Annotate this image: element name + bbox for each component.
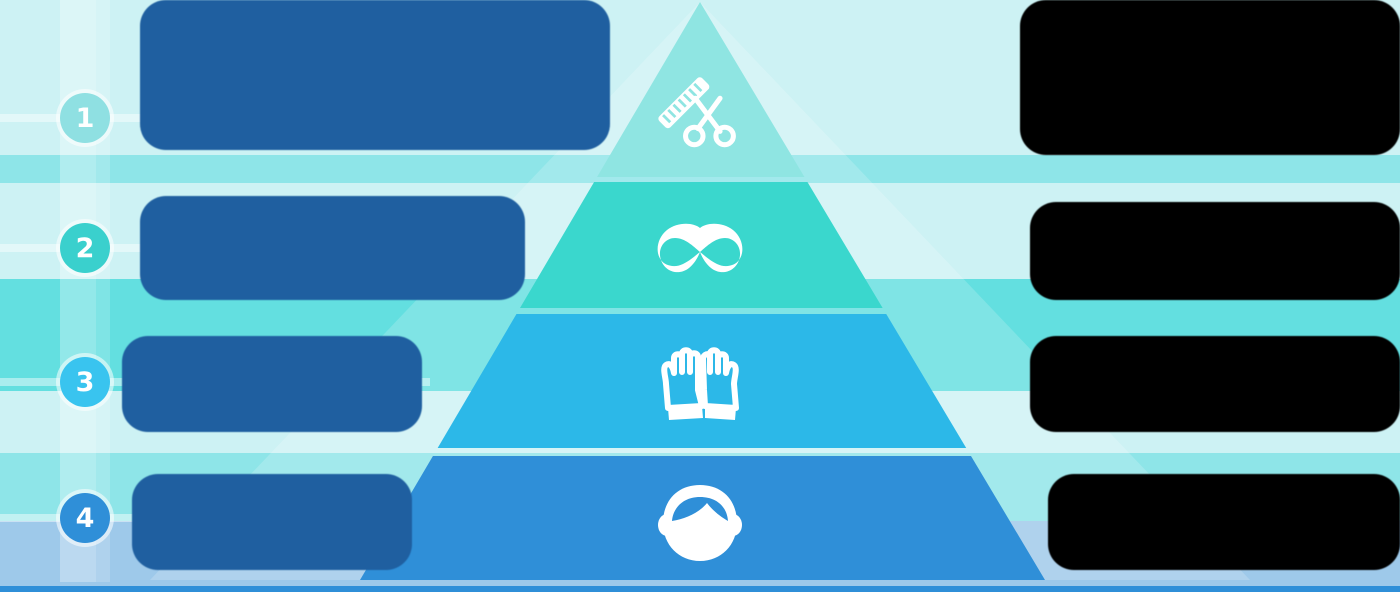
mustache-icon	[657, 223, 743, 273]
right-caption-redacted-3	[1030, 336, 1400, 432]
left-caption-redacted-4	[132, 474, 412, 570]
step-badge-4[interactable]: 4	[60, 493, 110, 543]
pyramid-tier-4-group[interactable]	[360, 2, 1045, 580]
right-caption-redacted-1	[1020, 0, 1400, 155]
comb-and-scissors-icon	[658, 77, 736, 148]
baseline-strip	[0, 586, 1400, 592]
left-caption-redacted-3	[122, 336, 422, 432]
baseline-soft-strip	[0, 582, 1400, 586]
left-caption-redacted-2	[140, 196, 525, 300]
gloves-icon	[661, 347, 739, 420]
left-caption-redacted-1	[140, 0, 610, 150]
right-caption-redacted-2	[1030, 202, 1400, 300]
pyramid-tier-1-group[interactable]	[360, 2, 1045, 580]
child-face-icon	[658, 485, 742, 561]
badge-column-glow-2	[96, 0, 110, 592]
right-caption-redacted-4	[1048, 474, 1400, 570]
step-badge-3[interactable]: 3	[60, 357, 110, 407]
pyramid-tier-2-group[interactable]	[360, 2, 1045, 580]
step-badge-2[interactable]: 2	[60, 223, 110, 273]
step-badge-1[interactable]: 1	[60, 93, 110, 143]
pyramid-tier-3-group[interactable]	[360, 2, 1045, 580]
